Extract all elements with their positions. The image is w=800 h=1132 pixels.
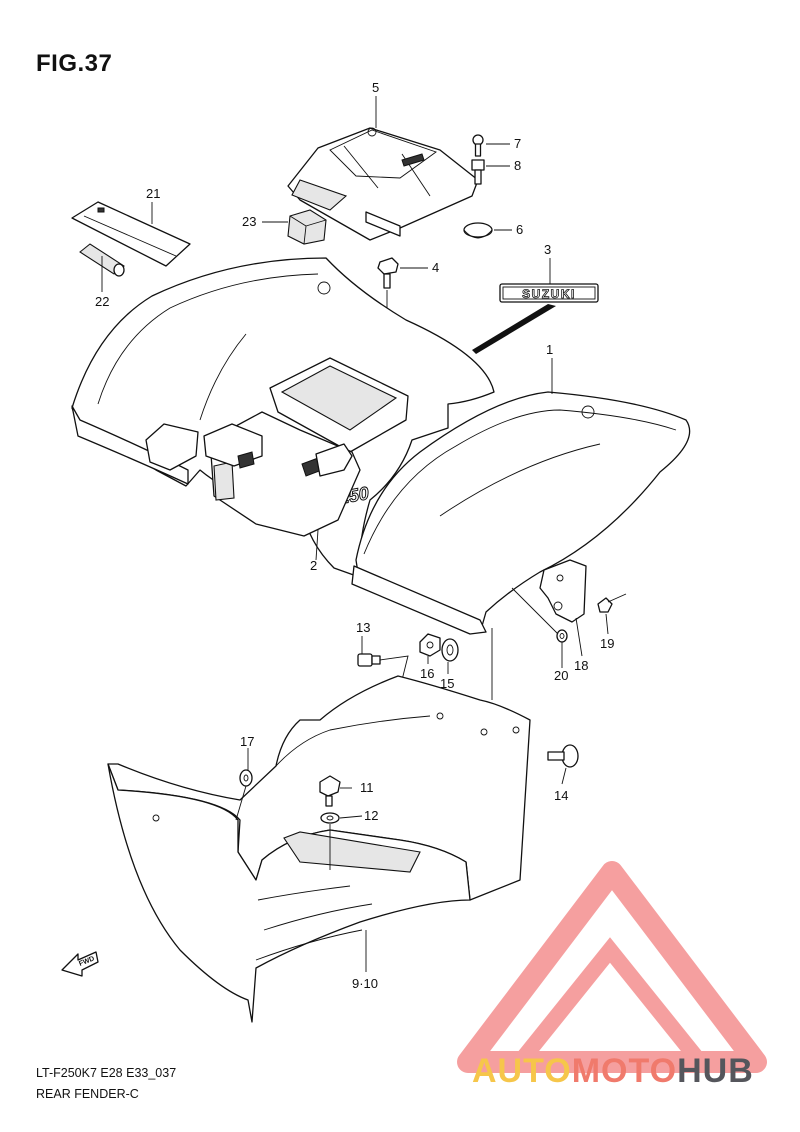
suzuki-emblem-part: SUZUKI bbox=[472, 283, 599, 354]
callout-4: 4 bbox=[432, 260, 439, 275]
callout-1: 1 bbox=[546, 342, 553, 357]
box-lid-part bbox=[287, 127, 479, 241]
watermark-text: AUTOMOTOHUB bbox=[472, 1052, 754, 1091]
bolt-11-part bbox=[319, 775, 341, 807]
screw-14-part bbox=[547, 744, 579, 768]
callout-6: 6 bbox=[516, 222, 523, 237]
rubber-block-part bbox=[287, 209, 327, 245]
callout-19: 19 bbox=[600, 636, 614, 651]
forward-arrow-icon: FWD bbox=[61, 951, 99, 977]
storage-box-part bbox=[145, 357, 409, 561]
nut-16-part bbox=[419, 633, 441, 657]
callout-22: 22 bbox=[95, 294, 109, 309]
watermark-moto: MOTO bbox=[571, 1052, 678, 1090]
callout-2: 2 bbox=[310, 558, 317, 573]
callout-labels: 5 7 8 6 21 23 3 4 22 1 2 13 16 15 20 18 … bbox=[95, 80, 614, 991]
pad-part bbox=[71, 201, 191, 267]
callout-17: 17 bbox=[240, 734, 254, 749]
callout-18: 18 bbox=[574, 658, 588, 673]
callout-20: 20 bbox=[554, 668, 568, 683]
callout-12: 12 bbox=[364, 808, 378, 823]
clip-13-part bbox=[357, 653, 381, 667]
callout-8: 8 bbox=[514, 158, 521, 173]
callout-7: 7 bbox=[514, 136, 521, 151]
footrest-mudguard-part bbox=[107, 675, 531, 1023]
figure-name: REAR FENDER-C bbox=[36, 1087, 139, 1101]
callout-21: 21 bbox=[146, 186, 160, 201]
watermark-auto: AUTO bbox=[472, 1052, 572, 1090]
cap-part bbox=[463, 222, 493, 239]
callout-16: 16 bbox=[420, 666, 434, 681]
washer-15-part bbox=[441, 638, 459, 662]
figure-title: FIG.37 bbox=[36, 50, 113, 77]
callout-14: 14 bbox=[554, 788, 568, 803]
callout-3: 3 bbox=[544, 242, 551, 257]
callout-13: 13 bbox=[356, 620, 370, 635]
callout-11: 11 bbox=[360, 780, 374, 795]
callout-23: 23 bbox=[242, 214, 256, 229]
callout-15: 15 bbox=[440, 676, 454, 691]
washer-12-part bbox=[320, 812, 340, 824]
watermark-logo bbox=[457, 861, 767, 1073]
screw-part bbox=[472, 134, 484, 157]
bracket-part bbox=[539, 559, 587, 623]
washer-17-part bbox=[239, 769, 253, 787]
emblem-text: SUZUKI bbox=[522, 287, 576, 301]
figure-code: LT-F250K7 E28 E33_037 bbox=[36, 1066, 177, 1080]
nut-part bbox=[471, 159, 485, 185]
washer-20-part bbox=[556, 629, 568, 643]
screw-19-part bbox=[597, 593, 627, 613]
watermark-hub: HUB bbox=[677, 1052, 754, 1090]
callout-5: 5 bbox=[372, 80, 379, 95]
leader-lines bbox=[101, 96, 609, 972]
callout-9-10: 9·10 bbox=[352, 976, 378, 991]
